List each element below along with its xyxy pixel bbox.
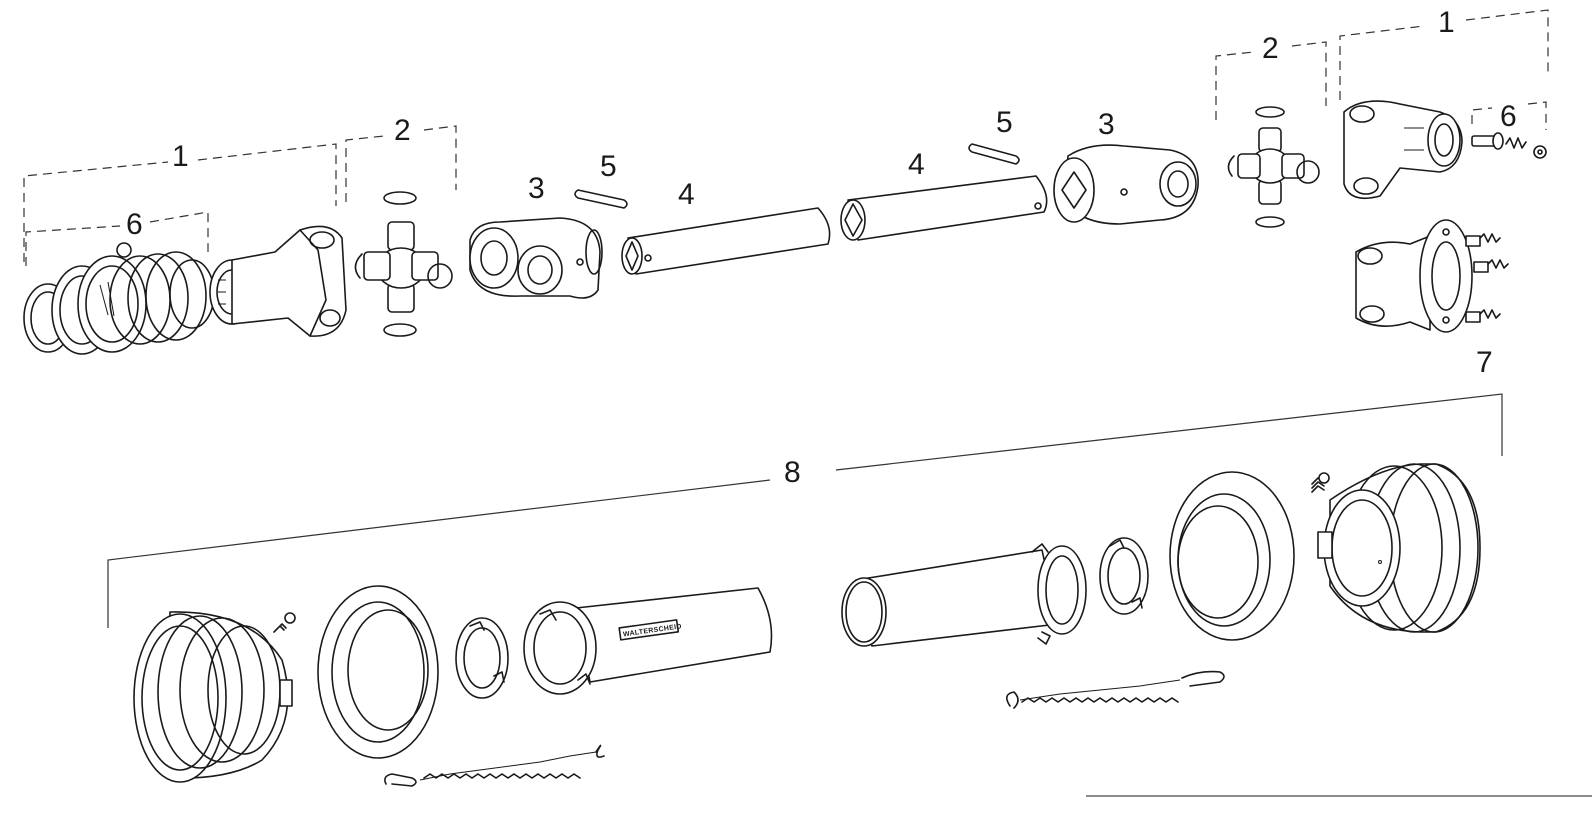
callout-5-right: 5 <box>996 106 1013 139</box>
pin-left <box>574 189 628 209</box>
callout-2-left: 2 <box>394 114 411 147</box>
bearing-ring-left <box>317 585 439 759</box>
yoke-right <box>1343 100 1463 200</box>
callout-1-left: 1 <box>172 140 189 173</box>
callout-4-left: 4 <box>678 178 695 211</box>
callout-2-right: 2 <box>1262 32 1279 65</box>
callout-5-left: 5 <box>600 150 617 183</box>
callout-6-right: 6 <box>1500 100 1517 133</box>
bracket-2-right <box>1215 41 1327 120</box>
guard-tube-left: WALTERSCHEID <box>523 587 773 695</box>
snap-ring-left <box>455 617 509 699</box>
spring-pack-left <box>23 242 215 355</box>
callout-3-left: 3 <box>528 172 545 205</box>
cross-joint-right <box>1227 106 1320 228</box>
guard-cone-right <box>1311 463 1481 633</box>
friction-clutch-right <box>1355 219 1509 333</box>
chain-left <box>384 744 605 787</box>
bearing-ring-right <box>1169 471 1295 641</box>
bracket-2-left <box>345 125 457 202</box>
spring-pin-right <box>1471 132 1547 159</box>
callout-3-right: 3 <box>1098 108 1115 141</box>
callout-8: 8 <box>784 456 801 489</box>
callout-6-left: 6 <box>126 208 143 241</box>
yoke-left <box>209 225 347 337</box>
bracket-1-right <box>1339 9 1549 100</box>
cross-joint-left <box>354 191 453 337</box>
guard-cone-left <box>133 611 296 783</box>
callout-1-right: 1 <box>1438 6 1455 39</box>
bracket-8 <box>107 393 1503 628</box>
chain-right <box>1006 670 1225 709</box>
callout-4-right: 4 <box>908 148 925 181</box>
snap-ring-right <box>1099 537 1149 615</box>
pin-right <box>968 143 1020 165</box>
profile-tube-right <box>840 175 1048 241</box>
bracket-6-right <box>1471 101 1547 130</box>
bracket-6-left <box>25 211 209 266</box>
bracket-1-left <box>23 143 337 262</box>
callout-7: 7 <box>1476 346 1493 379</box>
inner-yoke-left <box>469 217 603 299</box>
profile-tube-left <box>621 207 831 275</box>
guard-tube-right <box>841 543 1087 647</box>
inner-yoke-right <box>1053 144 1199 225</box>
